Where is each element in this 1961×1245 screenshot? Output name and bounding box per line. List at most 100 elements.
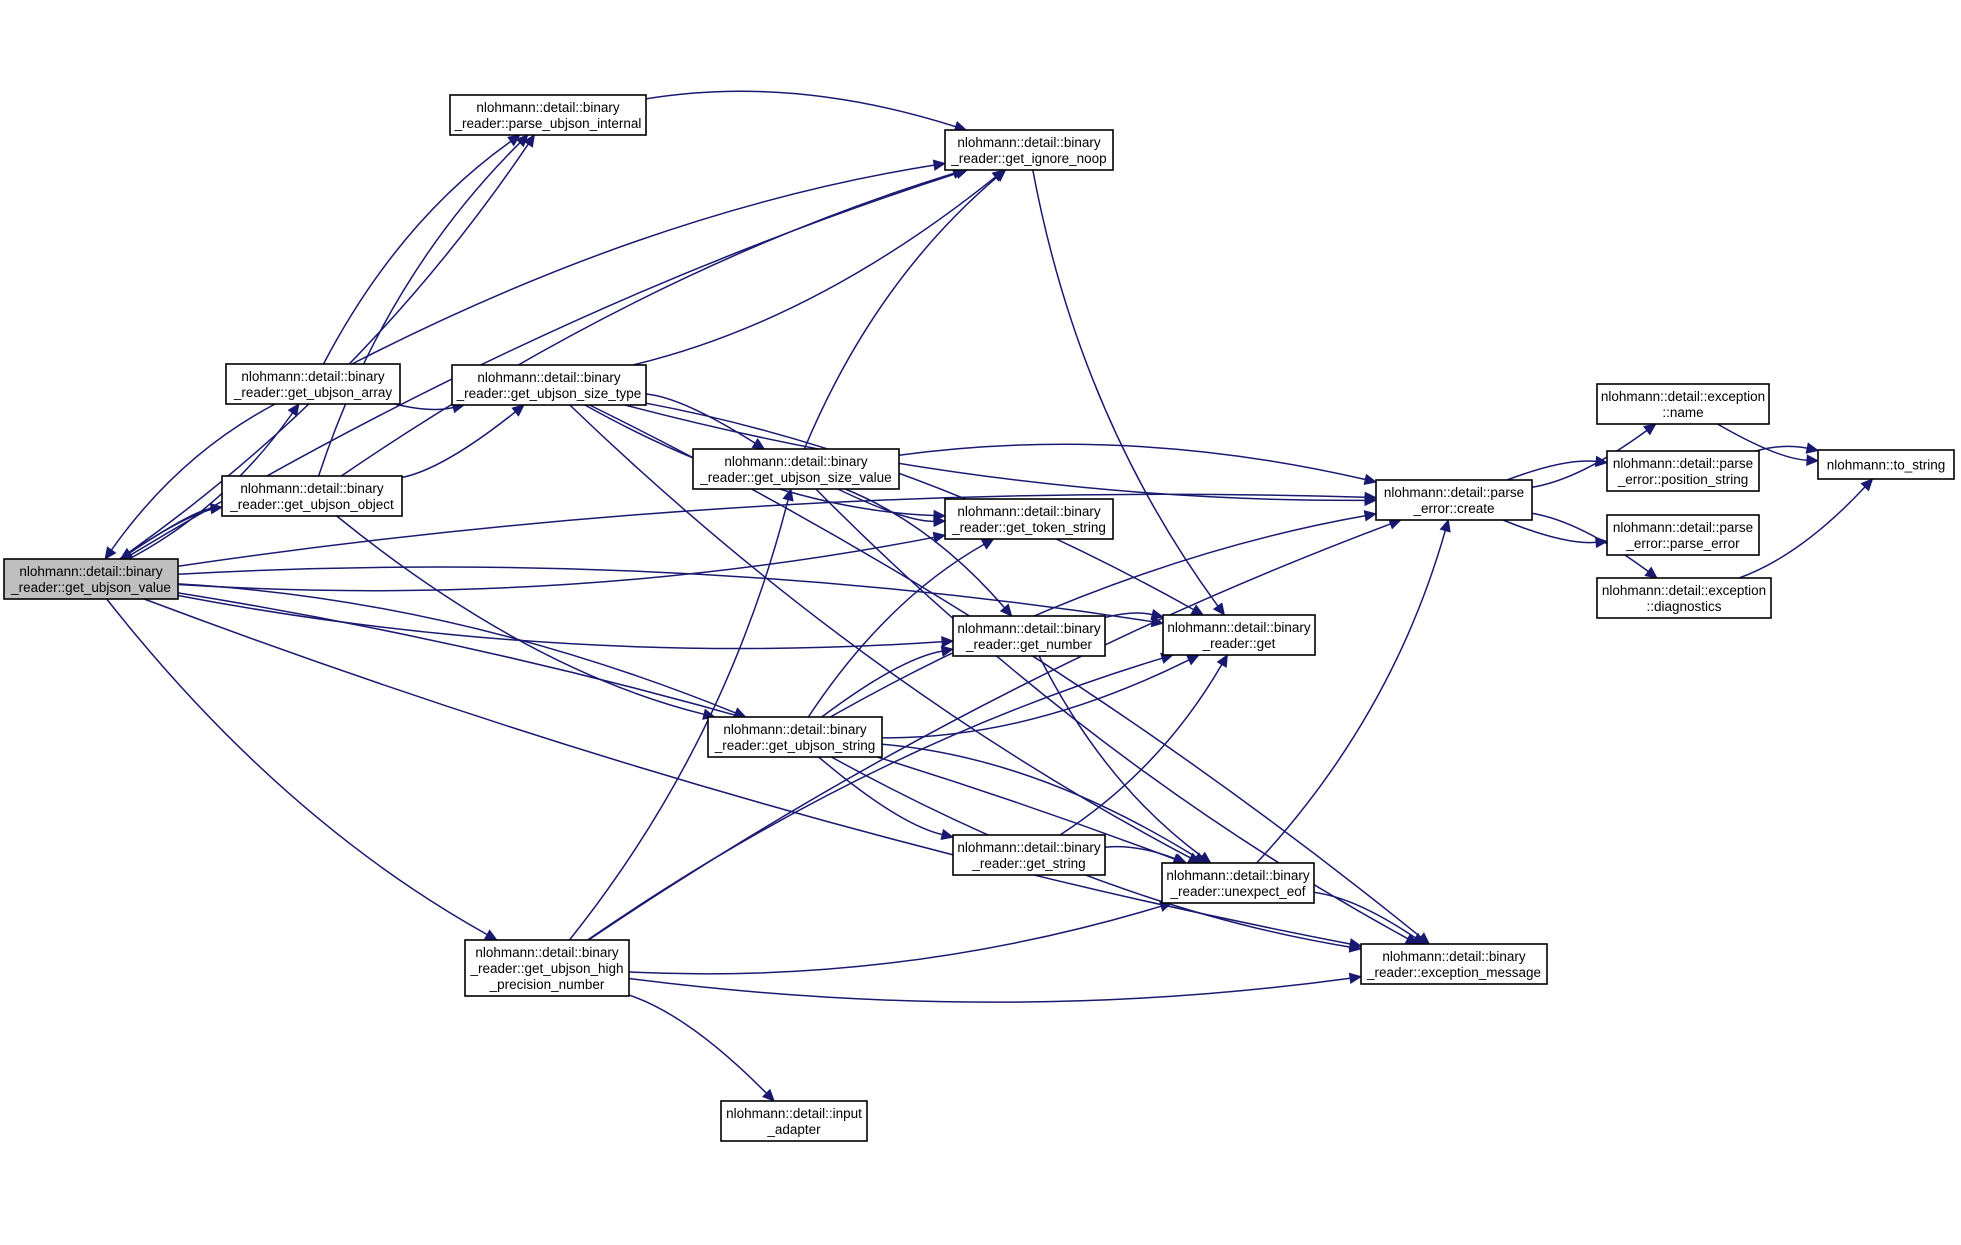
edge-unexpect-eof-to-parse-error-create xyxy=(1256,518,1451,864)
edge-ubjson-string-to-parse-error-create xyxy=(829,510,1378,718)
arrowhead-icon xyxy=(932,531,947,544)
edge-root-to-token-string xyxy=(177,531,947,592)
edge-array-to-parse-internal xyxy=(322,134,521,365)
arrowhead-icon xyxy=(104,546,117,560)
node-label-line: _reader::get_ignore_noop xyxy=(950,151,1106,166)
edge-object-to-size-type xyxy=(401,404,525,479)
node-get-number[interactable]: nlohmann::detail::binary_reader::get_num… xyxy=(952,615,1106,657)
edge-ignore-noop-to-get xyxy=(1032,169,1226,616)
node-exception-message[interactable]: nlohmann::detail::binary_reader::excepti… xyxy=(1360,943,1548,985)
arrowhead-icon xyxy=(1364,494,1378,507)
node-size-value[interactable]: nlohmann::detail::binary_reader::get_ubj… xyxy=(692,448,900,490)
node-ignore-noop[interactable]: nlohmann::detail::binary_reader::get_ign… xyxy=(944,129,1114,171)
node-label-line: _adapter xyxy=(766,1122,821,1137)
edge-line xyxy=(336,515,705,716)
arrowhead-icon xyxy=(782,487,794,502)
edge-line xyxy=(645,90,956,128)
node-parse-error-ctor[interactable]: nlohmann::detail::parse_error::parse_err… xyxy=(1606,514,1760,556)
arrowhead-icon xyxy=(1216,653,1229,668)
edge-line xyxy=(829,515,1366,718)
node-get-string[interactable]: nlohmann::detail::binary_reader::get_str… xyxy=(952,834,1106,876)
arrowhead-icon xyxy=(511,404,525,417)
node-position-string[interactable]: nlohmann::detail::parse_error::position_… xyxy=(1606,450,1760,492)
edge-ubjson-string-to-get xyxy=(881,654,1200,739)
edge-ubjson-string-to-get-number xyxy=(821,645,955,718)
node-label-line: _reader::get_ubjson_value xyxy=(10,580,171,595)
node-diagnostics[interactable]: nlohmann::detail::exception::diagnostics xyxy=(1596,577,1772,619)
node-box xyxy=(1596,577,1772,619)
node-parse-error-create[interactable]: nlohmann::detail::parse_error::create xyxy=(1375,479,1533,521)
edge-line xyxy=(881,659,1190,739)
node-label-line: _reader::get_ubjson_object xyxy=(229,497,394,512)
edge-size-value-to-exception-message xyxy=(815,488,1419,945)
edge-line xyxy=(898,443,1366,481)
edge-size-value-to-get-number xyxy=(844,488,1013,617)
node-label-line: _reader::get_ubjson_array xyxy=(233,385,393,400)
node-get[interactable]: nlohmann::detail::binary_reader::get xyxy=(1162,614,1316,656)
edge-line xyxy=(1104,845,1177,860)
edge-parse-error-create-to-parse-error-ctor xyxy=(1502,519,1609,549)
node-box xyxy=(1596,383,1770,425)
edge-line xyxy=(1256,530,1447,864)
node-label-line: nlohmann::detail::binary xyxy=(476,100,620,115)
edge-line xyxy=(143,598,1351,945)
edge-high-precision-to-exception-message xyxy=(628,972,1363,1003)
edge-line xyxy=(1038,655,1203,858)
node-label-line: nlohmann::detail::binary xyxy=(957,621,1101,636)
arrowhead-icon xyxy=(941,636,955,648)
node-label-line: nlohmann::detail::binary xyxy=(1382,949,1526,964)
node-label-line: _reader::parse_ubjson_internal xyxy=(454,116,642,131)
edge-size-value-to-ignore-noop xyxy=(803,169,1007,450)
call-graph-nodes: nlohmann::detail::binary_reader::get_ubj… xyxy=(3,94,1955,1142)
edge-object-to-parse-internal xyxy=(317,134,529,477)
node-input-adapter[interactable]: nlohmann::detail::input_adapter xyxy=(720,1100,868,1142)
arrowhead-icon xyxy=(1212,602,1226,616)
arrowhead-icon xyxy=(932,159,947,171)
edge-line xyxy=(110,403,276,551)
node-label-line: nlohmann::detail::binary xyxy=(240,481,384,496)
node-ubjson-string[interactable]: nlohmann::detail::binary_reader::get_ubj… xyxy=(707,716,883,758)
node-parse-internal[interactable]: nlohmann::detail::binary_reader::parse_u… xyxy=(449,94,647,136)
node-label-line: _error::position_string xyxy=(1617,472,1749,487)
edge-get-number-to-get xyxy=(1104,608,1165,621)
edge-line xyxy=(837,488,935,523)
node-label-line: _error::parse_error xyxy=(1625,536,1740,551)
node-array[interactable]: nlohmann::detail::binary_reader::get_ubj… xyxy=(225,363,401,405)
node-object[interactable]: nlohmann::detail::binary_reader::get_ubj… xyxy=(221,475,403,517)
edge-parse-error-create-to-position-string xyxy=(1506,455,1609,481)
edge-line xyxy=(351,164,935,365)
edge-line xyxy=(1313,891,1416,939)
edge-line xyxy=(815,488,1409,940)
node-exception-name[interactable]: nlohmann::detail::exception::name xyxy=(1596,383,1770,425)
node-label-line: nlohmann::to_string xyxy=(1827,458,1946,473)
node-label-line: _reader::unexpect_eof xyxy=(1169,884,1305,899)
arrowhead-icon xyxy=(992,169,1007,182)
node-label-line: _precision_number xyxy=(489,977,605,992)
edge-line xyxy=(628,994,767,1094)
node-box xyxy=(707,716,883,758)
node-label-line: nlohmann::detail::binary xyxy=(957,135,1101,150)
node-label-line: nlohmann::detail::exception xyxy=(1602,583,1766,598)
edge-line xyxy=(821,650,943,718)
node-root[interactable]: nlohmann::detail::binary_reader::get_ubj… xyxy=(3,558,179,600)
node-unexpect-eof[interactable]: nlohmann::detail::binary_reader::unexpec… xyxy=(1161,862,1315,904)
node-high-precision[interactable]: nlohmann::detail::binary_reader::get_ubj… xyxy=(464,939,630,997)
node-label-line: nlohmann::detail::binary xyxy=(19,564,163,579)
node-label-line: ::name xyxy=(1662,405,1703,420)
node-label-line: nlohmann::detail::binary xyxy=(957,504,1101,519)
edge-array-to-root xyxy=(104,403,276,560)
edge-line xyxy=(628,905,1162,975)
node-token-string[interactable]: nlohmann::detail::binary_reader::get_tok… xyxy=(944,498,1114,540)
edge-size-value-to-parse-error-create xyxy=(898,443,1378,486)
edge-line xyxy=(645,402,1194,611)
arrowhead-icon xyxy=(751,437,766,450)
arrowhead-icon xyxy=(515,134,529,148)
node-label-line: ::diagnostics xyxy=(1646,599,1721,614)
arrowhead-icon xyxy=(933,515,947,528)
node-label-line: _reader::exception_message xyxy=(1366,965,1541,980)
edge-line xyxy=(803,176,998,450)
edge-line xyxy=(394,403,454,411)
edge-root-to-high-precision xyxy=(106,598,498,941)
node-to-string[interactable]: nlohmann::to_string xyxy=(1817,449,1955,480)
node-size-type[interactable]: nlohmann::detail::binary_reader::get_ubj… xyxy=(451,364,647,406)
